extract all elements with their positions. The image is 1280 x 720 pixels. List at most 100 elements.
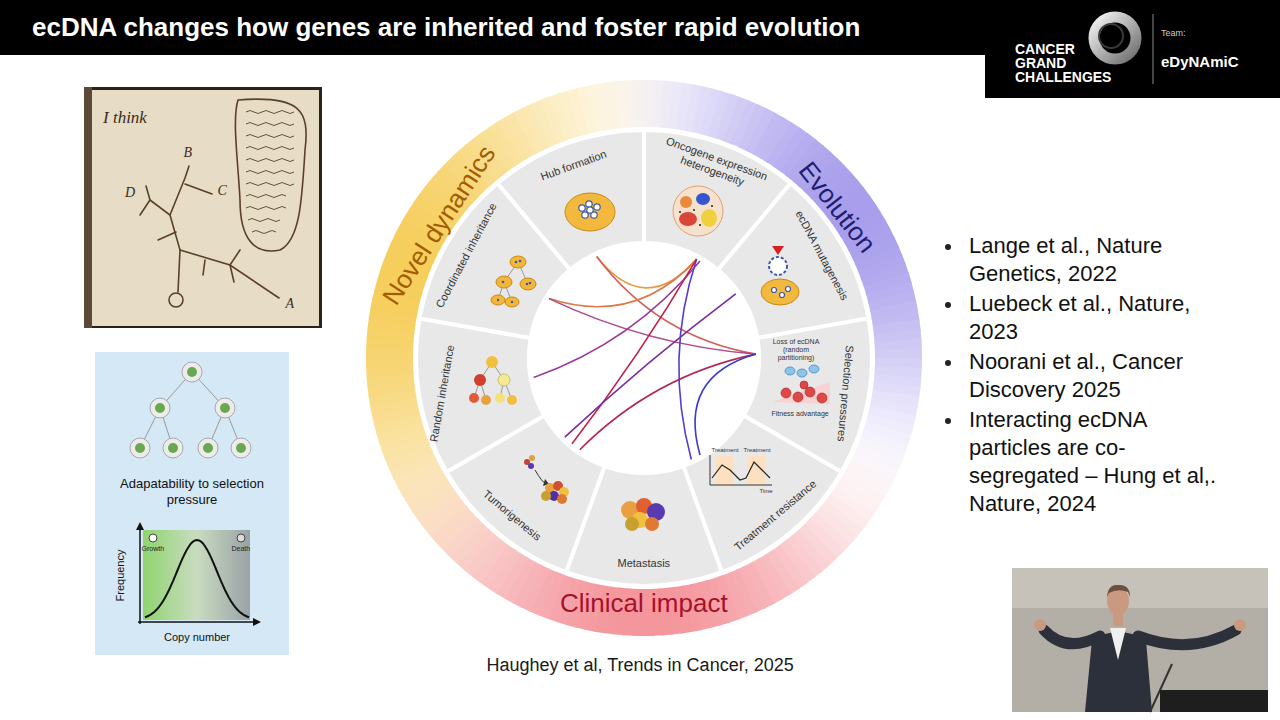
notebook-photo <box>84 87 322 328</box>
axis-label: Frequency <box>114 549 127 601</box>
coordinated-inheritance-illustration-part-part <box>529 282 532 285</box>
mutagenesis-illustration-part <box>772 287 791 298</box>
figure-small-label: Loss of ecDNA (random partitioning) <box>768 338 824 362</box>
figure-caption: Haughey et al, Trends in Cancer, 2025 <box>487 654 794 676</box>
metastasis-illustration <box>621 498 665 531</box>
expression-illustration-part <box>679 212 697 226</box>
growth-icon <box>149 534 157 542</box>
notebook-photo-part-part <box>180 250 279 298</box>
logo-text: CANCER GRAND CHALLENGES <box>1015 42 1115 84</box>
cell-icon <box>182 362 202 382</box>
speaker-video-part <box>1034 619 1046 631</box>
notebook-photo-part <box>90 90 319 326</box>
chord-line <box>534 261 700 377</box>
chord-line <box>679 259 697 459</box>
expression-illustration-part <box>673 186 723 236</box>
figure-small-label: Time <box>760 488 773 495</box>
handwritten-label: B <box>184 145 193 160</box>
expression-illustration-part <box>679 205 713 226</box>
coordinated-inheritance-illustration-part <box>497 260 532 303</box>
treatment-plot-part <box>712 462 770 480</box>
speaker-video <box>1012 568 1268 712</box>
speaker-video-part <box>1012 568 1268 712</box>
axis-arrow <box>136 522 144 530</box>
handwritten-label: C <box>218 183 227 198</box>
death-icon <box>237 534 245 542</box>
expression-illustration <box>673 186 723 236</box>
handwritten-label: I think <box>103 108 147 128</box>
bullet-row: Interacting ecDNA particles are co-segre… <box>945 406 1245 518</box>
segment-label: Metastasis <box>618 557 671 570</box>
axis-label: Copy number <box>164 631 230 644</box>
coordinated-inheritance-illustration-part-part <box>496 276 512 288</box>
notebook-photo-part <box>140 99 306 307</box>
hub-illustration-part-part <box>587 207 593 213</box>
selection-illustration-part-part <box>785 367 795 375</box>
tumorigenesis-illustration-part <box>529 455 535 461</box>
notebook-photo-part-part <box>158 232 176 240</box>
bullet-row: Noorani et al., Cancer Discovery 2025 <box>945 348 1245 404</box>
figure-small-label: Fitness advantage <box>772 410 829 418</box>
cell-icon <box>198 438 218 458</box>
cell-icon <box>163 438 183 458</box>
notebook-photo-part <box>246 111 294 234</box>
chord-line <box>695 354 756 455</box>
metastasis-illustration-part <box>625 517 639 531</box>
cell-icon <box>130 438 150 458</box>
notebook-photo-part <box>84 87 322 328</box>
coordinated-inheritance-illustration-part-part <box>505 297 519 307</box>
axis-arrow <box>253 618 261 626</box>
y-axis <box>139 526 141 624</box>
notebook-photo-part-part <box>235 99 306 251</box>
panel-heading: Adapatability to selection pressure <box>107 476 277 508</box>
chord-line <box>580 354 756 450</box>
random-inheritance-illustration-part <box>486 356 498 368</box>
notebook-photo-part-part <box>246 135 294 138</box>
hub-illustration <box>565 193 615 231</box>
selection-illustration-part-part <box>805 387 815 397</box>
notebook-photo-part-part <box>246 171 294 174</box>
notebook-photo-part-part <box>246 195 286 198</box>
x-axis <box>138 621 257 623</box>
notebook-photo-part-part <box>169 293 183 307</box>
info-panel: Adapatability to selection pressureGrowt… <box>95 352 289 655</box>
selection-illustration-part <box>781 381 827 403</box>
logo-ring <box>1094 17 1136 59</box>
notebook-photo-part-part <box>185 184 212 194</box>
nucleus-icon <box>236 443 246 453</box>
coordinated-inheritance-illustration-part <box>491 256 536 307</box>
chord-line <box>549 299 756 355</box>
speaker-video-part <box>1160 690 1268 712</box>
notebook-photo-part-part <box>230 265 234 282</box>
random-inheritance-illustration-part <box>469 393 479 403</box>
wedge-shape <box>744 318 872 472</box>
speaker-video-part <box>1107 585 1130 597</box>
hub-illustration-part <box>565 193 615 231</box>
coordinated-inheritance-illustration-part-part <box>511 301 513 303</box>
notebook-photo-part-part <box>246 111 294 114</box>
random-inheritance-illustration-part <box>498 374 510 386</box>
tumorigenesis-illustration-part <box>541 491 551 501</box>
metastasis-illustration-part <box>645 517 659 531</box>
coordinated-inheritance-illustration-part-part <box>519 260 522 263</box>
notebook-photo-part-part <box>230 250 240 265</box>
team-name: eDyNAmiC <box>1161 53 1239 71</box>
notebook-photo-part-part <box>203 260 205 275</box>
expression-illustration-part <box>696 193 710 205</box>
icon-label: Death <box>232 545 251 553</box>
mutagenesis-illustration-part-part <box>786 287 791 292</box>
notebook-photo-part-part <box>150 200 180 292</box>
wedge-shape <box>416 318 544 472</box>
hub-illustration-part-part <box>586 201 592 207</box>
selection-illustration-part <box>785 365 819 377</box>
coordinated-inheritance-illustration-part-part <box>520 278 536 290</box>
selection-illustration-part-part <box>797 369 807 377</box>
coordinated-inheritance-illustration <box>491 256 536 307</box>
band-label: Clinical impact <box>560 588 728 618</box>
expression-illustration-part <box>701 209 717 227</box>
treatment-plot <box>710 455 772 485</box>
speaker-video-part <box>1110 628 1126 660</box>
mutagenesis-illustration-part-part <box>772 288 777 293</box>
reference-list: Lange et al., Nature Genetics, 2022Luebe… <box>945 232 1245 520</box>
